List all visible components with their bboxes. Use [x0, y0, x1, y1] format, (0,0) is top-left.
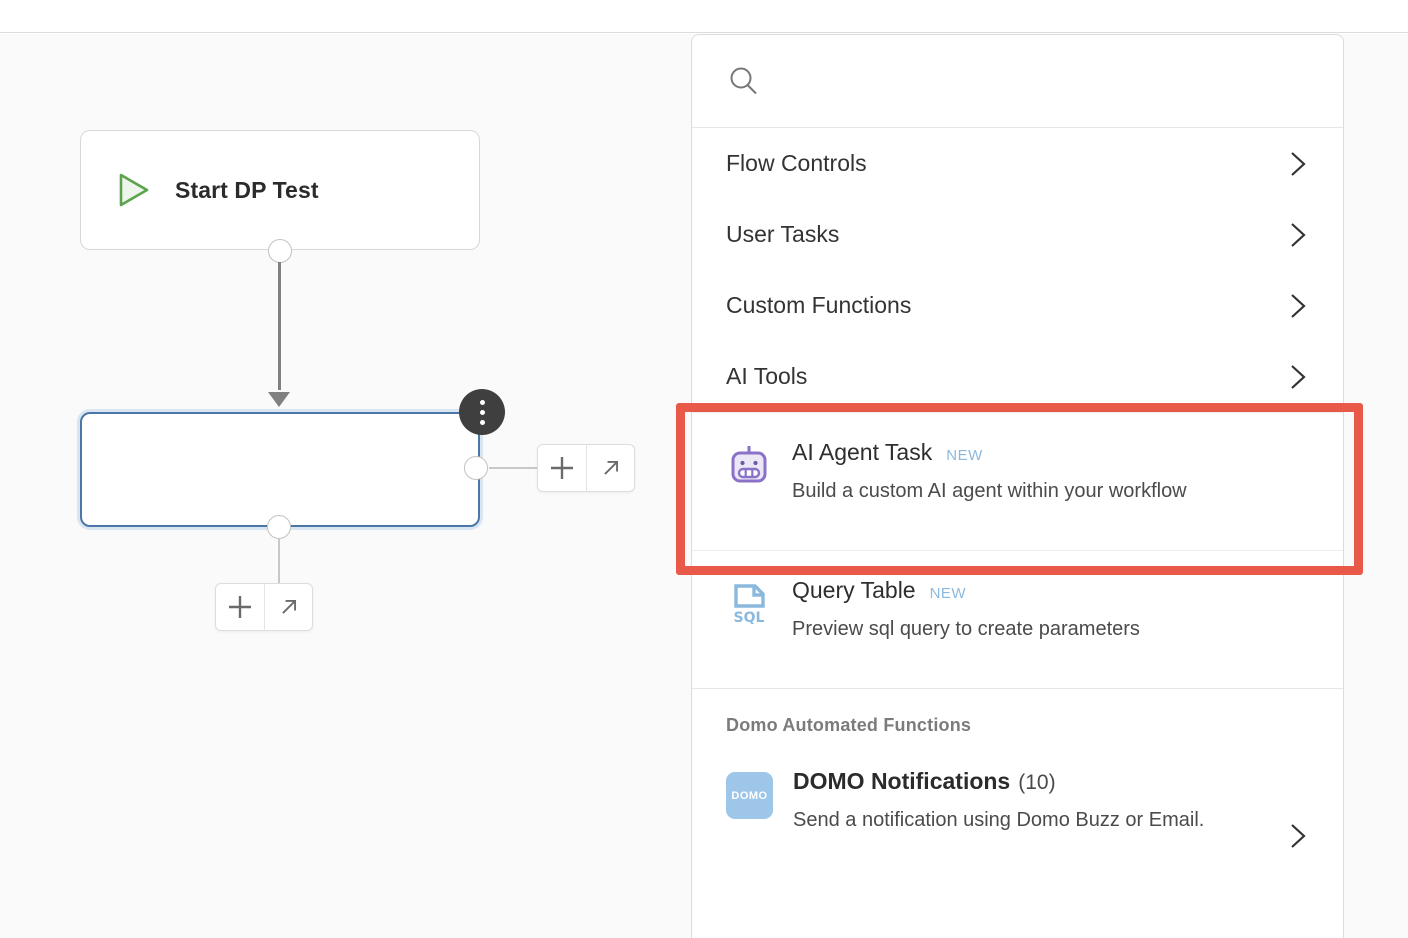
node-start-label: Start DP Test — [175, 176, 319, 203]
category-label: User Tasks — [726, 221, 840, 247]
add-node-buttons-bottom[interactable] — [215, 583, 313, 631]
sql-file-icon: SQL — [726, 581, 772, 627]
category-row-ai-tools[interactable]: AI Tools — [692, 341, 1343, 412]
list-item-title-line: AI Agent Task NEW — [792, 439, 1309, 466]
list-item-description: Preview sql query to create parameters — [792, 618, 1140, 640]
kebab-menu-icon[interactable] — [459, 389, 505, 435]
add-node-buttons-right[interactable] — [537, 444, 635, 492]
chevron-right-icon — [1289, 822, 1307, 850]
category-label: Flow Controls — [726, 150, 867, 176]
chevron-right-icon — [1289, 363, 1307, 391]
svg-text:SQL: SQL — [734, 610, 765, 626]
node-empty-selected[interactable] — [80, 412, 480, 527]
list-item-count: (10) — [1018, 771, 1056, 794]
port-bottom[interactable] — [267, 515, 291, 539]
list-item-title: Query Table — [792, 577, 916, 603]
list-item-domo-notifications[interactable]: DOMO DOMO Notifications (10) Send a noti… — [692, 742, 1343, 880]
node-start-dp-test[interactable]: Start DP Test — [80, 130, 480, 250]
list-item-ai-agent-task[interactable]: AI Agent Task NEW Build a custom AI agen… — [692, 412, 1343, 550]
domo-logo-text: DOMO — [731, 789, 768, 802]
list-item-title-line: Query Table NEW — [792, 577, 1309, 604]
add-node-button-right[interactable] — [538, 445, 586, 491]
category-row-flow-controls[interactable]: Flow Controls — [692, 128, 1343, 199]
robot-icon — [726, 443, 772, 489]
search-icon — [726, 64, 760, 98]
status-badge-new: NEW — [929, 585, 967, 602]
list-item-title: AI Agent Task — [792, 439, 933, 465]
list-item-description: Build a custom AI agent within your work… — [792, 480, 1187, 502]
category-label: AI Tools — [726, 363, 808, 389]
add-node-button-bottom[interactable] — [216, 584, 264, 630]
search-input[interactable] — [760, 69, 1343, 93]
category-label: Custom Functions — [726, 292, 912, 318]
port-right[interactable] — [464, 456, 488, 480]
list-item-body: Query Table NEW Preview sql query to cre… — [772, 577, 1309, 643]
chevron-right-icon — [1289, 150, 1307, 178]
search-row[interactable] — [692, 35, 1343, 128]
node-picker-panel: Flow Controls User Tasks Custom Function… — [691, 34, 1344, 938]
category-row-custom-functions[interactable]: Custom Functions — [692, 270, 1343, 341]
category-row-user-tasks[interactable]: User Tasks — [692, 199, 1343, 270]
expand-node-button-bottom[interactable] — [264, 584, 312, 630]
chevron-right-icon — [1289, 292, 1307, 320]
edge-start-to-second — [278, 262, 281, 390]
top-bar — [0, 0, 1408, 33]
connector-stub-right — [489, 467, 537, 469]
chevron-right-icon — [1289, 221, 1307, 249]
section-header-domo-automated-functions: Domo Automated Functions — [692, 688, 1343, 742]
status-badge-new: NEW — [946, 447, 983, 464]
play-triangle-icon — [111, 169, 153, 211]
port-start-bottom[interactable] — [268, 239, 292, 263]
list-item-title: DOMO Notifications — [793, 768, 1011, 794]
connector-stub-bottom — [278, 538, 280, 584]
list-item-query-table[interactable]: SQL Query Table NEW Preview sql query to… — [692, 550, 1343, 688]
expand-node-button-right[interactable] — [586, 445, 634, 491]
list-item-body: DOMO Notifications (10) Send a notificat… — [773, 768, 1309, 834]
edge-arrow-icon — [267, 386, 291, 408]
list-item-body: AI Agent Task NEW Build a custom AI agen… — [772, 439, 1309, 505]
list-item-title-line: DOMO Notifications (10) — [793, 768, 1309, 795]
list-item-description: Send a notification using Domo Buzz or E… — [793, 809, 1205, 831]
domo-logo-icon: DOMO — [726, 772, 773, 819]
